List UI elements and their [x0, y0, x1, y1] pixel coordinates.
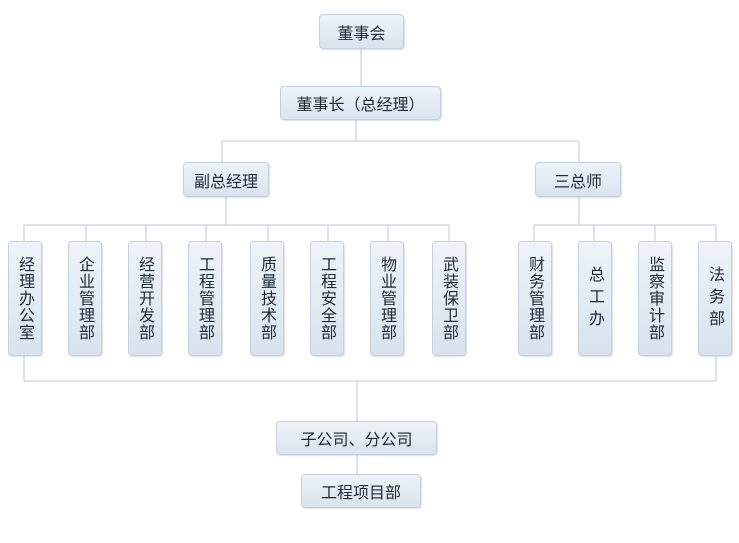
dept-node: 工程安全部: [310, 241, 344, 356]
dept-node: 法务部: [698, 241, 732, 356]
vice-gm-label: 副总经理: [193, 171, 258, 191]
dept-label: 企业管理部: [76, 256, 95, 341]
dept-node: 经营开发部: [128, 241, 162, 356]
project-dept-node: 工程项目部: [301, 474, 421, 508]
dept-node: 企业管理部: [68, 241, 102, 356]
dept-label: 质量技术部: [258, 256, 277, 341]
subsidiaries-label: 子公司、分公司: [300, 430, 413, 449]
dept-label: 监察审计部: [646, 256, 665, 341]
dept-label: 物业管理部: [378, 256, 397, 341]
dept-label: 经营开发部: [136, 256, 155, 341]
chief-three-label: 三总师: [553, 171, 602, 191]
chairman-label: 董事长（总经理）: [296, 95, 425, 114]
dept-node: 质量技术部: [250, 241, 284, 356]
dept-label: 经理办公室: [16, 256, 35, 341]
dept-label: 工程管理部: [196, 256, 215, 341]
vice-gm-node: 副总经理: [183, 162, 269, 197]
dept-node: 总工办: [578, 241, 612, 356]
dept-label: 工程安全部: [318, 256, 337, 341]
dept-node: 监察审计部: [638, 241, 672, 356]
dept-node: 武装保卫部: [432, 241, 466, 356]
board-of-directors-node: 董事会: [319, 14, 404, 49]
chief-three-node: 三总师: [535, 162, 621, 197]
subsidiaries-node: 子公司、分公司: [276, 421, 437, 455]
dept-node: 经理办公室: [8, 241, 42, 356]
board-of-directors-label: 董事会: [337, 23, 386, 43]
dept-node: 工程管理部: [188, 241, 222, 356]
dept-label: 财务管理部: [526, 256, 545, 341]
dept-node: 财务管理部: [518, 241, 552, 356]
chairman-node: 董事长（总经理）: [280, 86, 441, 120]
dept-node: 物业管理部: [370, 241, 404, 356]
dept-label: 法务部: [706, 265, 725, 332]
dept-label: 武装保卫部: [440, 256, 459, 341]
project-dept-label: 工程项目部: [320, 483, 401, 502]
dept-label: 总工办: [586, 265, 605, 332]
